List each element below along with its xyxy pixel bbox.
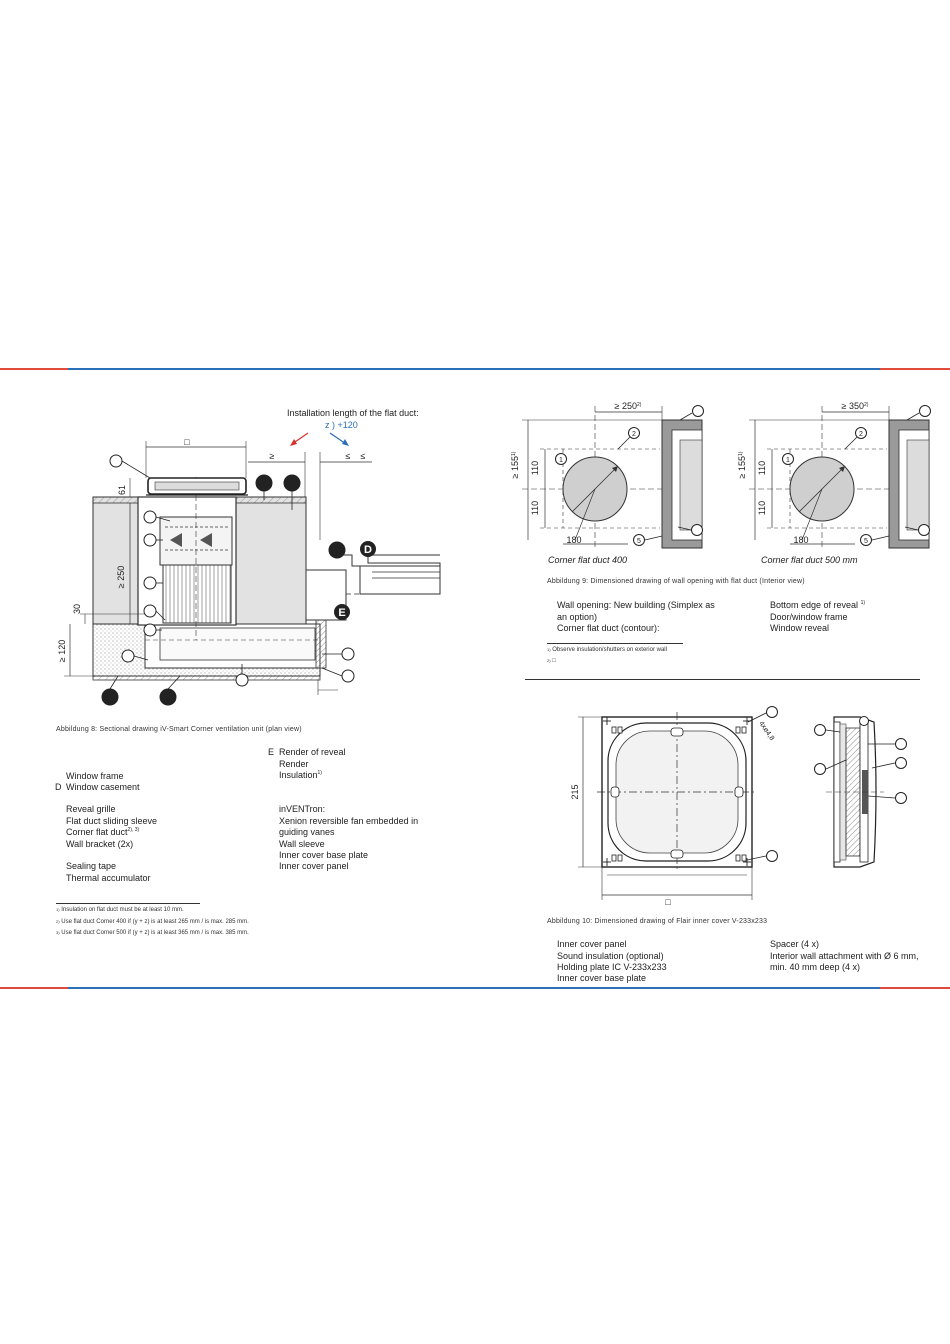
legend8-insulation: Insulation1) [279, 770, 322, 780]
fig9-legend-right-1: Bottom edge of reveal 1) [770, 600, 866, 610]
dim-le-1: ≤ [346, 451, 351, 461]
fig10-dim-215: 215 [570, 784, 580, 799]
fig9-legend-right-2: Door/window frame [770, 612, 848, 622]
fig9-right-dim-side: ≥ 1551) [737, 451, 747, 478]
marker-e-label: E [338, 607, 345, 619]
fig9-footnote-rule [547, 643, 683, 644]
fig9-left-label: Corner flat duct 400 [548, 555, 628, 565]
legend8-sliding-sleeve: Flat duct sliding sleeve [66, 816, 158, 826]
dim-120: ≥ 120 [57, 640, 67, 662]
legend8-base-plate: Inner cover base plate [279, 850, 369, 860]
legend8-reveal-grille: Reveal grille [66, 804, 116, 814]
install-length-title: Installation length of the flat duct: [287, 408, 419, 418]
fig9-left-n1: 1 [559, 457, 563, 464]
fig9-left-dim-110b: 110 [530, 501, 540, 515]
dim-30: 30 [72, 604, 82, 614]
fig9-right-dim-180: 180 [793, 535, 808, 545]
marker-e-circle [334, 604, 350, 620]
legend8-inventron: inVENTron: [279, 804, 326, 814]
bottom-rule-blue [68, 987, 880, 989]
legend8-xenion: Xenion reversible fan embedded in [279, 816, 419, 826]
fig9-left-drawing [522, 405, 704, 550]
fig10-legend-right-2: Interior wall attachment with Ø 6 mm, [770, 951, 919, 961]
fig9-right-label: Corner flat duct 500 mm [761, 555, 858, 565]
fig10-legend-left-1: Inner cover panel [557, 939, 627, 949]
dim-61: 61 [117, 485, 127, 495]
marker-d-label: D [364, 544, 372, 556]
fig9-legend-left-1: Wall opening: New building (Simplex as [557, 600, 715, 610]
fig9-right-dim-top: ≥ 3502) [842, 401, 869, 411]
fig9-footnote-2: 2) □ [547, 658, 556, 664]
fig10-legend-left-2: Sound insulation (optional) [557, 951, 664, 961]
fig9-right-n5: 5 [864, 538, 868, 545]
footnote-8-2: 2) Use flat duct Corner 400 if (y + z) i… [56, 919, 249, 925]
fig9-left-dim-110a: 110 [530, 461, 540, 475]
dim-top-box: □ [184, 437, 190, 447]
thermal-accumulator [162, 564, 232, 624]
legend8-render-of-reveal: Render of reveal [279, 747, 346, 757]
render-strip-bottom [92, 675, 321, 681]
legend8-cover-panel: Inner cover panel [279, 861, 349, 871]
legend8-right-e-key: E [268, 747, 275, 757]
bottom-rule-red-right [880, 987, 950, 989]
fig9-legend-right-3: Window reveal [770, 623, 830, 633]
figure-9-caption: Abbildung 9: Dimensioned drawing of wall… [547, 578, 805, 585]
marker-d-circle [360, 541, 376, 557]
cover-side-view [814, 716, 907, 868]
legend8-render: Render [279, 759, 309, 769]
figure-8-caption: Abbildung 8: Sectional drawing iV-Smart … [56, 726, 302, 733]
top-rule-red-right [880, 368, 950, 370]
legend8-corner-flat-duct: Corner flat duct2), 3) [66, 827, 140, 837]
top-rule-blue [68, 368, 880, 370]
footnote-8-1: 1) Insulation on flat duct must be at le… [56, 907, 184, 913]
fig10-legend-left-3: Holding plate IC V-233x233 [557, 962, 667, 972]
fig9-legend-left-3: Corner flat duct (contour): [557, 623, 660, 633]
figure-10-caption: Abbildung 10: Dimensioned drawing of Fla… [547, 918, 768, 925]
legend8-sealing-tape: Sealing tape [66, 861, 117, 871]
footnote-8-3: 3) Use flat duct Corner 500 if (y + z) i… [56, 930, 249, 936]
fig9-left-n2: 2 [632, 431, 636, 438]
legend8-thermal-accumulator: Thermal accumulator [66, 873, 151, 883]
fig10-dim-hole: 4xø4,8 [757, 720, 775, 742]
fig10-dim-bottom: □ [665, 897, 671, 907]
fig10-legend-right-3: min. 40 mm deep (4 x) [770, 962, 861, 972]
fig9-left-dim-top: ≥ 2502) [615, 401, 642, 411]
fig9-right-dim-110b: 110 [757, 501, 767, 515]
fig9-left-dim-180: 180 [566, 535, 581, 545]
fig9-left-n5: 5 [637, 538, 641, 545]
dim-ge: ≥ [270, 451, 275, 461]
fig10-legend-right-1: Spacer (4 x) [770, 939, 820, 949]
flat-duct-inner [159, 627, 316, 661]
wall-left-block [92, 496, 139, 625]
fig10-legend-left-4: Inner cover base plate [557, 973, 647, 983]
legend8-window-casement: Window casement [66, 782, 140, 792]
fig9-left-dim-side: ≥ 1551) [510, 451, 520, 478]
fig9-right-dim-110a: 110 [757, 461, 767, 475]
fig9-legend-left-2: an option) [557, 612, 598, 622]
legend8-wall-bracket: Wall bracket (2x) [66, 839, 134, 849]
footnote-rule-left [56, 903, 200, 904]
bottom-rule-red-left [0, 987, 68, 989]
fig9-footnote-1: 1) Observe insulation/shutters on exteri… [547, 647, 667, 653]
section-divider [525, 679, 920, 680]
install-length-formula: z ) +120 [325, 420, 358, 430]
callout-filled-3 [328, 541, 346, 559]
legend8-wall-sleeve: Wall sleeve [279, 839, 325, 849]
legend8-d-key: D [55, 782, 62, 792]
dim-le-2: ≤ [361, 451, 366, 461]
window-casement [359, 565, 441, 595]
dim-250: ≥ 250 [116, 566, 126, 588]
legend8-guiding-vanes: guiding vanes [279, 827, 335, 837]
fig9-right-n1: 1 [786, 457, 790, 464]
fig9-right-n2: 2 [859, 431, 863, 438]
fig9-right-drawing [749, 405, 931, 550]
top-rule-red-left [0, 368, 68, 370]
legend8-window-frame: Window frame [66, 771, 124, 781]
